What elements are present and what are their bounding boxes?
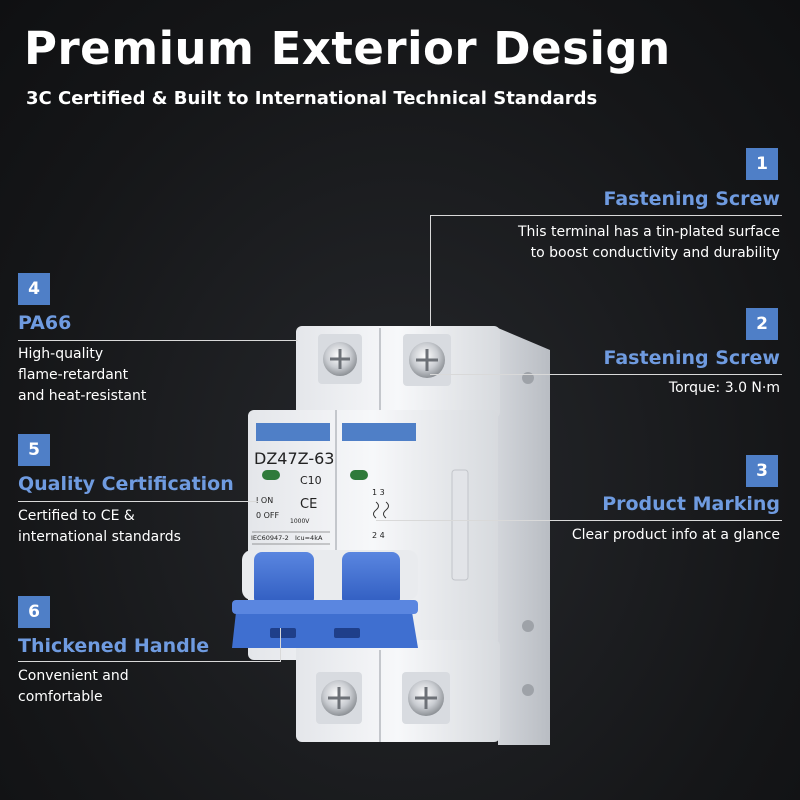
connector-1-horizontal bbox=[430, 215, 782, 216]
feature-2-badge: 2 bbox=[746, 308, 778, 340]
feature-4-badge: 4 bbox=[18, 273, 50, 305]
feature-3-title: Product Marking bbox=[602, 493, 780, 515]
top-screw-right bbox=[403, 334, 451, 386]
label-voltage: 1000V bbox=[290, 518, 310, 525]
feature-1-badge: 1 bbox=[746, 148, 778, 180]
label-standard: IEC60947-2 bbox=[251, 534, 289, 542]
page-title: Premium Exterior Design bbox=[24, 22, 671, 75]
connector-5 bbox=[18, 501, 258, 502]
handle-lever-left bbox=[254, 552, 314, 606]
feature-5-title: Quality Certification bbox=[18, 473, 234, 495]
feature-6-description: Convenient and comfortable bbox=[18, 668, 129, 705]
feature-5-description: Certified to CE & international standard… bbox=[18, 508, 181, 545]
label-on: I ON bbox=[256, 496, 273, 505]
handle-bar bbox=[232, 612, 418, 648]
feature-4-title: PA66 bbox=[18, 312, 72, 334]
feature-5-badge: 5 bbox=[18, 434, 50, 466]
label-capacity: Icu=4kA bbox=[295, 534, 323, 542]
top-screw-left bbox=[318, 334, 362, 384]
connector-4 bbox=[18, 340, 298, 341]
breaker-side-panel bbox=[498, 328, 550, 745]
connector-3 bbox=[376, 520, 782, 521]
label-rating: C10 bbox=[300, 474, 322, 487]
connector-1-vertical bbox=[430, 215, 431, 327]
feature-2-title: Fastening Screw bbox=[603, 347, 780, 369]
feature-1-description: This terminal has a tin-plated surface t… bbox=[517, 224, 780, 261]
connector-2 bbox=[430, 374, 782, 375]
feature-6-title: Thickened Handle bbox=[18, 635, 210, 657]
feature-3-description: Clear product info at a glance bbox=[571, 527, 780, 543]
label-terminals-top: 1 3 bbox=[372, 488, 385, 497]
feature-3-badge: 3 bbox=[746, 455, 778, 487]
connector-6-vertical bbox=[280, 628, 281, 662]
label-off: 0 OFF bbox=[256, 511, 280, 520]
label-strip-right bbox=[342, 423, 416, 441]
feature-1-title: Fastening Screw bbox=[603, 188, 780, 210]
label-ce-mark: CE bbox=[300, 497, 317, 512]
connector-6-horizontal bbox=[18, 661, 280, 662]
feature-6-badge: 6 bbox=[18, 596, 50, 628]
bottom-screw-left bbox=[316, 672, 362, 724]
handle-lever-right bbox=[342, 552, 400, 606]
label-strip-left bbox=[256, 423, 330, 441]
label-terminals-bottom: 2 4 bbox=[372, 531, 385, 540]
feature-2-description: Torque: 3.0 N·m bbox=[668, 380, 780, 396]
label-model: DZ47Z-63 bbox=[254, 449, 334, 468]
page-subtitle: 3C Certified & Built to International Te… bbox=[26, 88, 598, 109]
feature-4-description: High-quality flame-retardant and heat-re… bbox=[18, 346, 147, 404]
bottom-screw-right bbox=[402, 672, 450, 724]
